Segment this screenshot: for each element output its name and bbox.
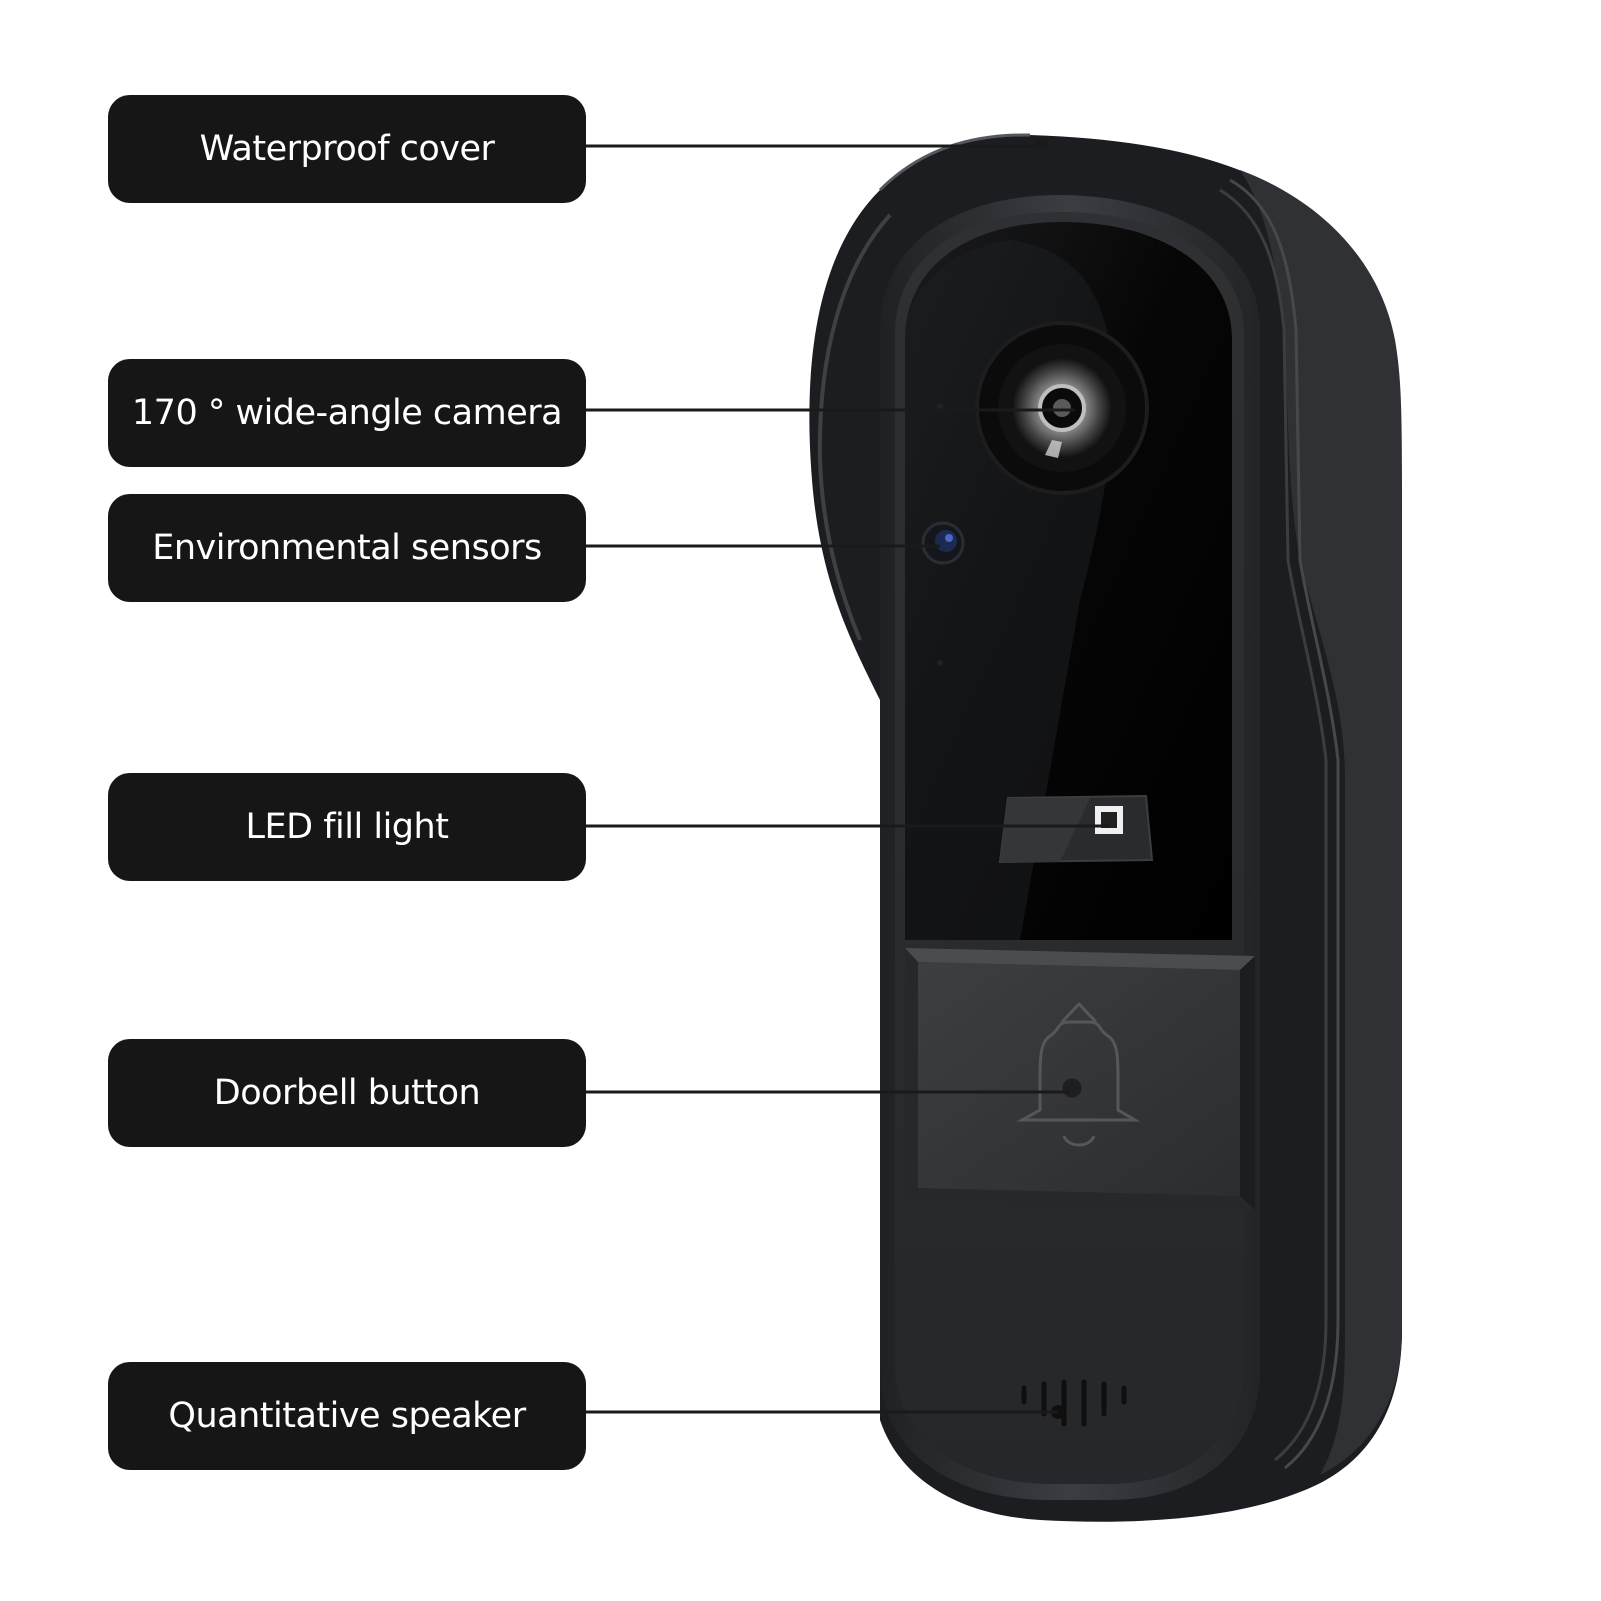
label-led-fill-light: LED fill light	[108, 773, 586, 881]
doorbell-button-shape	[905, 948, 1255, 1210]
speaker-grille-icon	[1021, 1379, 1127, 1427]
label-doorbell-button: Doorbell button	[108, 1039, 586, 1147]
label-wide-angle-camera: 170 ° wide-angle camera	[108, 359, 586, 467]
label-environmental-sensors: Environmental sensors	[108, 494, 586, 602]
indicator-pinhole	[937, 660, 943, 666]
microphone-pinhole	[937, 403, 943, 409]
led-icon	[998, 794, 1154, 864]
label-quantitative-speaker: Quantitative speaker	[108, 1362, 586, 1470]
leader-lines	[586, 138, 1110, 1414]
sensor-icon	[921, 521, 965, 565]
camera-lens-icon	[975, 321, 1149, 495]
label-waterproof-cover: Waterproof cover	[108, 95, 586, 203]
